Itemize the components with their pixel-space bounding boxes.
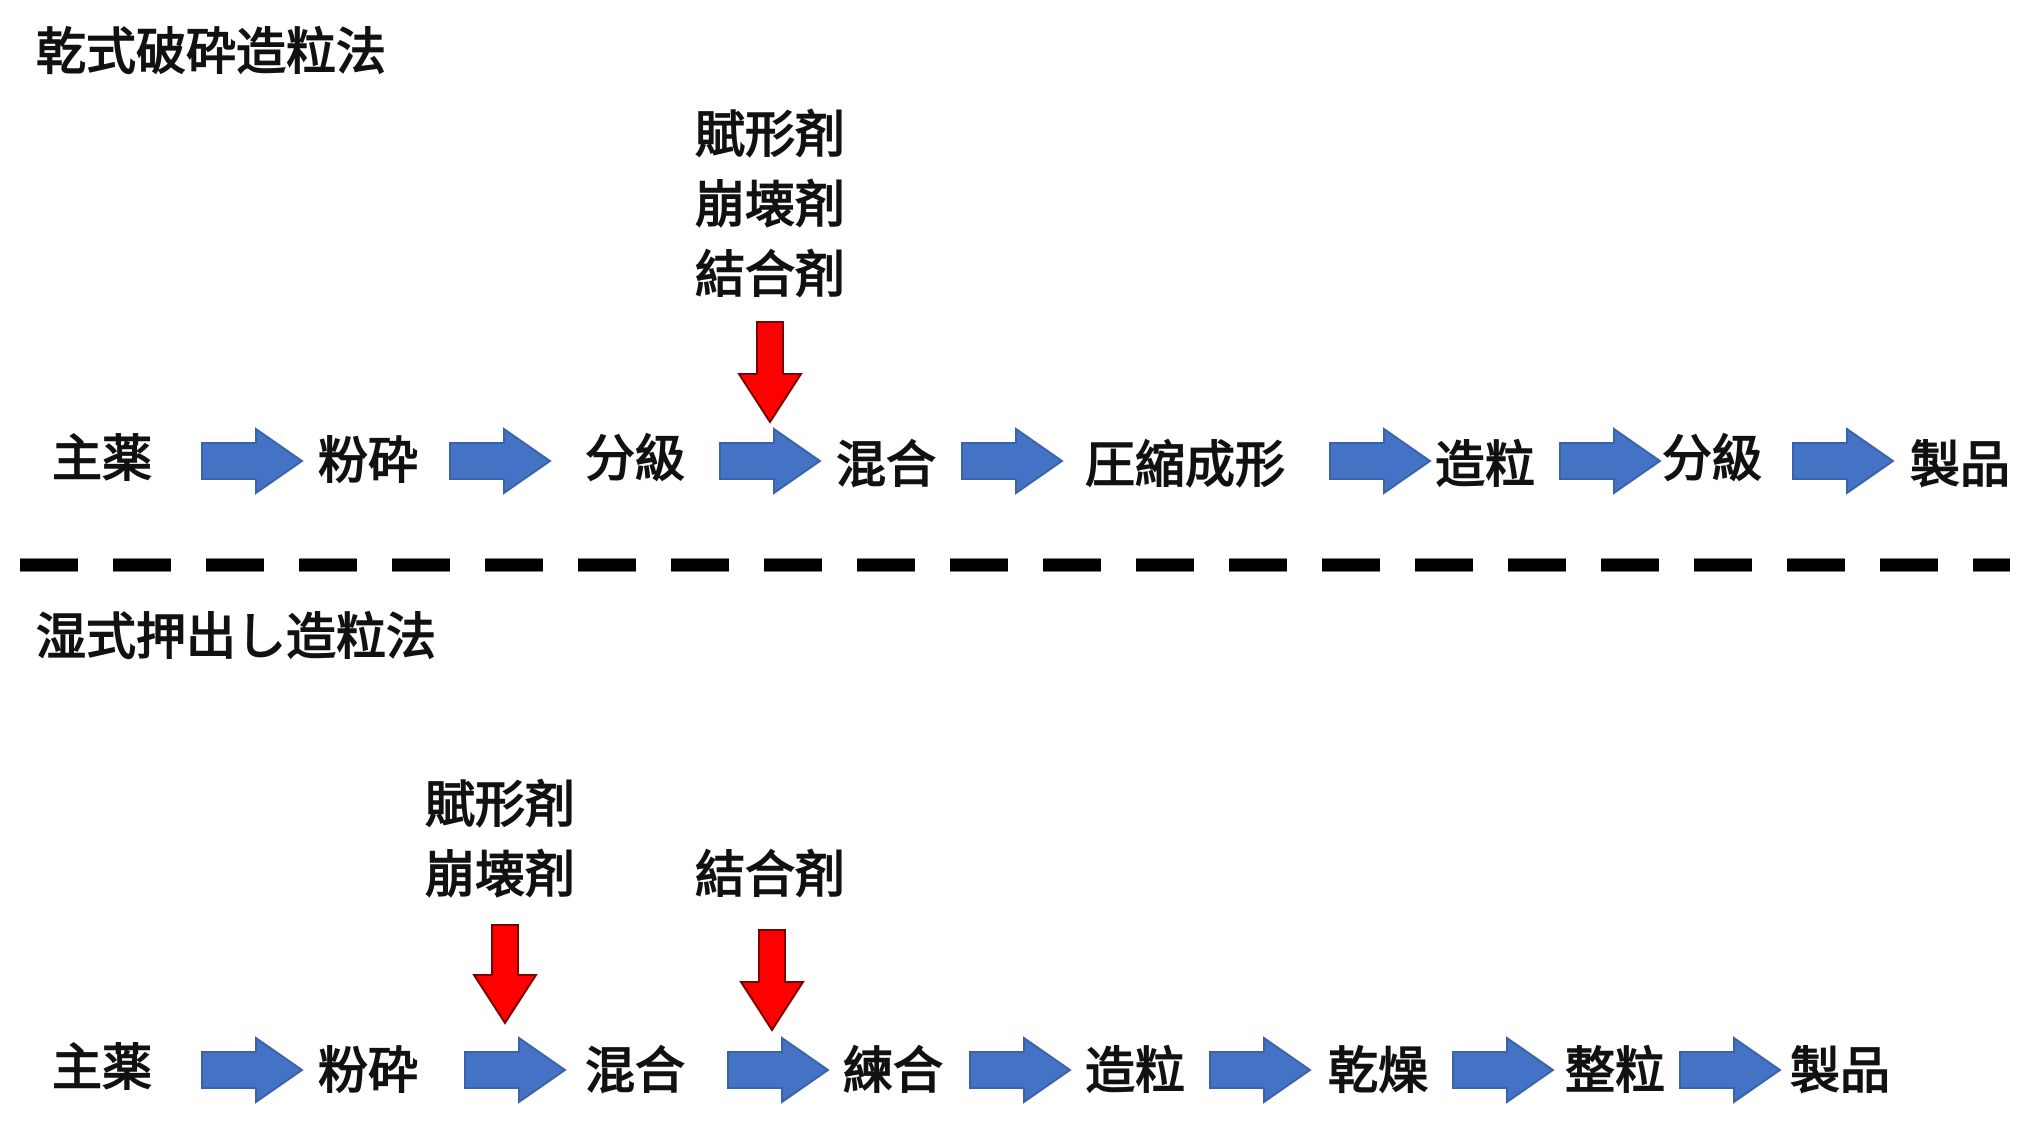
wet-section-title: 湿式押出し造粒法 [36, 608, 436, 666]
wet-step-api: 主薬 [52, 1039, 152, 1097]
dry-flow-arrow-1 [201, 427, 304, 495]
dry-flow-arrow-2 [449, 427, 552, 495]
dry-step-sieving-1: 分級 [585, 430, 685, 488]
dry-step-compaction: 圧縮成形 [1085, 436, 1285, 494]
dry-additive-arrow [737, 321, 803, 424]
dry-step-sieving-2: 分級 [1662, 430, 1762, 488]
wet-step-product: 製品 [1790, 1042, 1890, 1100]
wet-additive-excipient: 賦形剤 [425, 776, 575, 834]
wet-step-drying: 乾燥 [1328, 1042, 1428, 1100]
dry-step-product: 製品 [1910, 436, 2010, 494]
wet-flow-arrow-4 [969, 1036, 1072, 1104]
wet-flow-arrow-5 [1209, 1036, 1312, 1104]
dry-flow-arrow-5 [1329, 427, 1432, 495]
dry-flow-arrow-7 [1792, 427, 1895, 495]
dry-additive-group: 賦形剤 崩壊剤 結合剤 [640, 100, 900, 310]
dry-flow-arrow-4 [961, 427, 1064, 495]
dry-step-mixing: 混合 [836, 436, 936, 494]
wet-flow-arrow-2 [464, 1036, 567, 1104]
wet-additive-arrow-1 [472, 924, 538, 1025]
wet-additive-group-2: 結合剤 [640, 840, 900, 910]
wet-additive-binder: 結合剤 [695, 846, 845, 904]
dry-flow-arrow-3 [719, 427, 822, 495]
dry-additive-binder: 結合剤 [695, 246, 845, 304]
wet-additive-arrow-2 [739, 929, 805, 1032]
wet-step-mixing: 混合 [585, 1042, 685, 1100]
wet-step-sizing: 整粒 [1565, 1042, 1665, 1100]
wet-flow-arrow-3 [727, 1036, 830, 1104]
dry-step-milling: 粉砕 [318, 432, 418, 490]
dry-step-api: 主薬 [52, 430, 152, 488]
wet-flow-arrow-1 [201, 1036, 304, 1104]
wet-step-milling: 粉砕 [318, 1042, 418, 1100]
dry-flow-arrow-6 [1559, 427, 1662, 495]
dry-additive-excipient: 賦形剤 [695, 106, 845, 164]
wet-step-kneading: 練合 [843, 1042, 943, 1100]
wet-additive-disintegrant: 崩壊剤 [425, 846, 575, 904]
wet-flow-arrow-7 [1679, 1036, 1782, 1104]
wet-step-granulation: 造粒 [1085, 1042, 1185, 1100]
wet-additive-group-1: 賦形剤 崩壊剤 [370, 770, 630, 910]
dry-additive-disintegrant: 崩壊剤 [695, 176, 845, 234]
wet-flow-arrow-6 [1452, 1036, 1555, 1104]
dry-step-granulation: 造粒 [1435, 436, 1535, 494]
dry-section-title: 乾式破砕造粒法 [36, 23, 386, 81]
